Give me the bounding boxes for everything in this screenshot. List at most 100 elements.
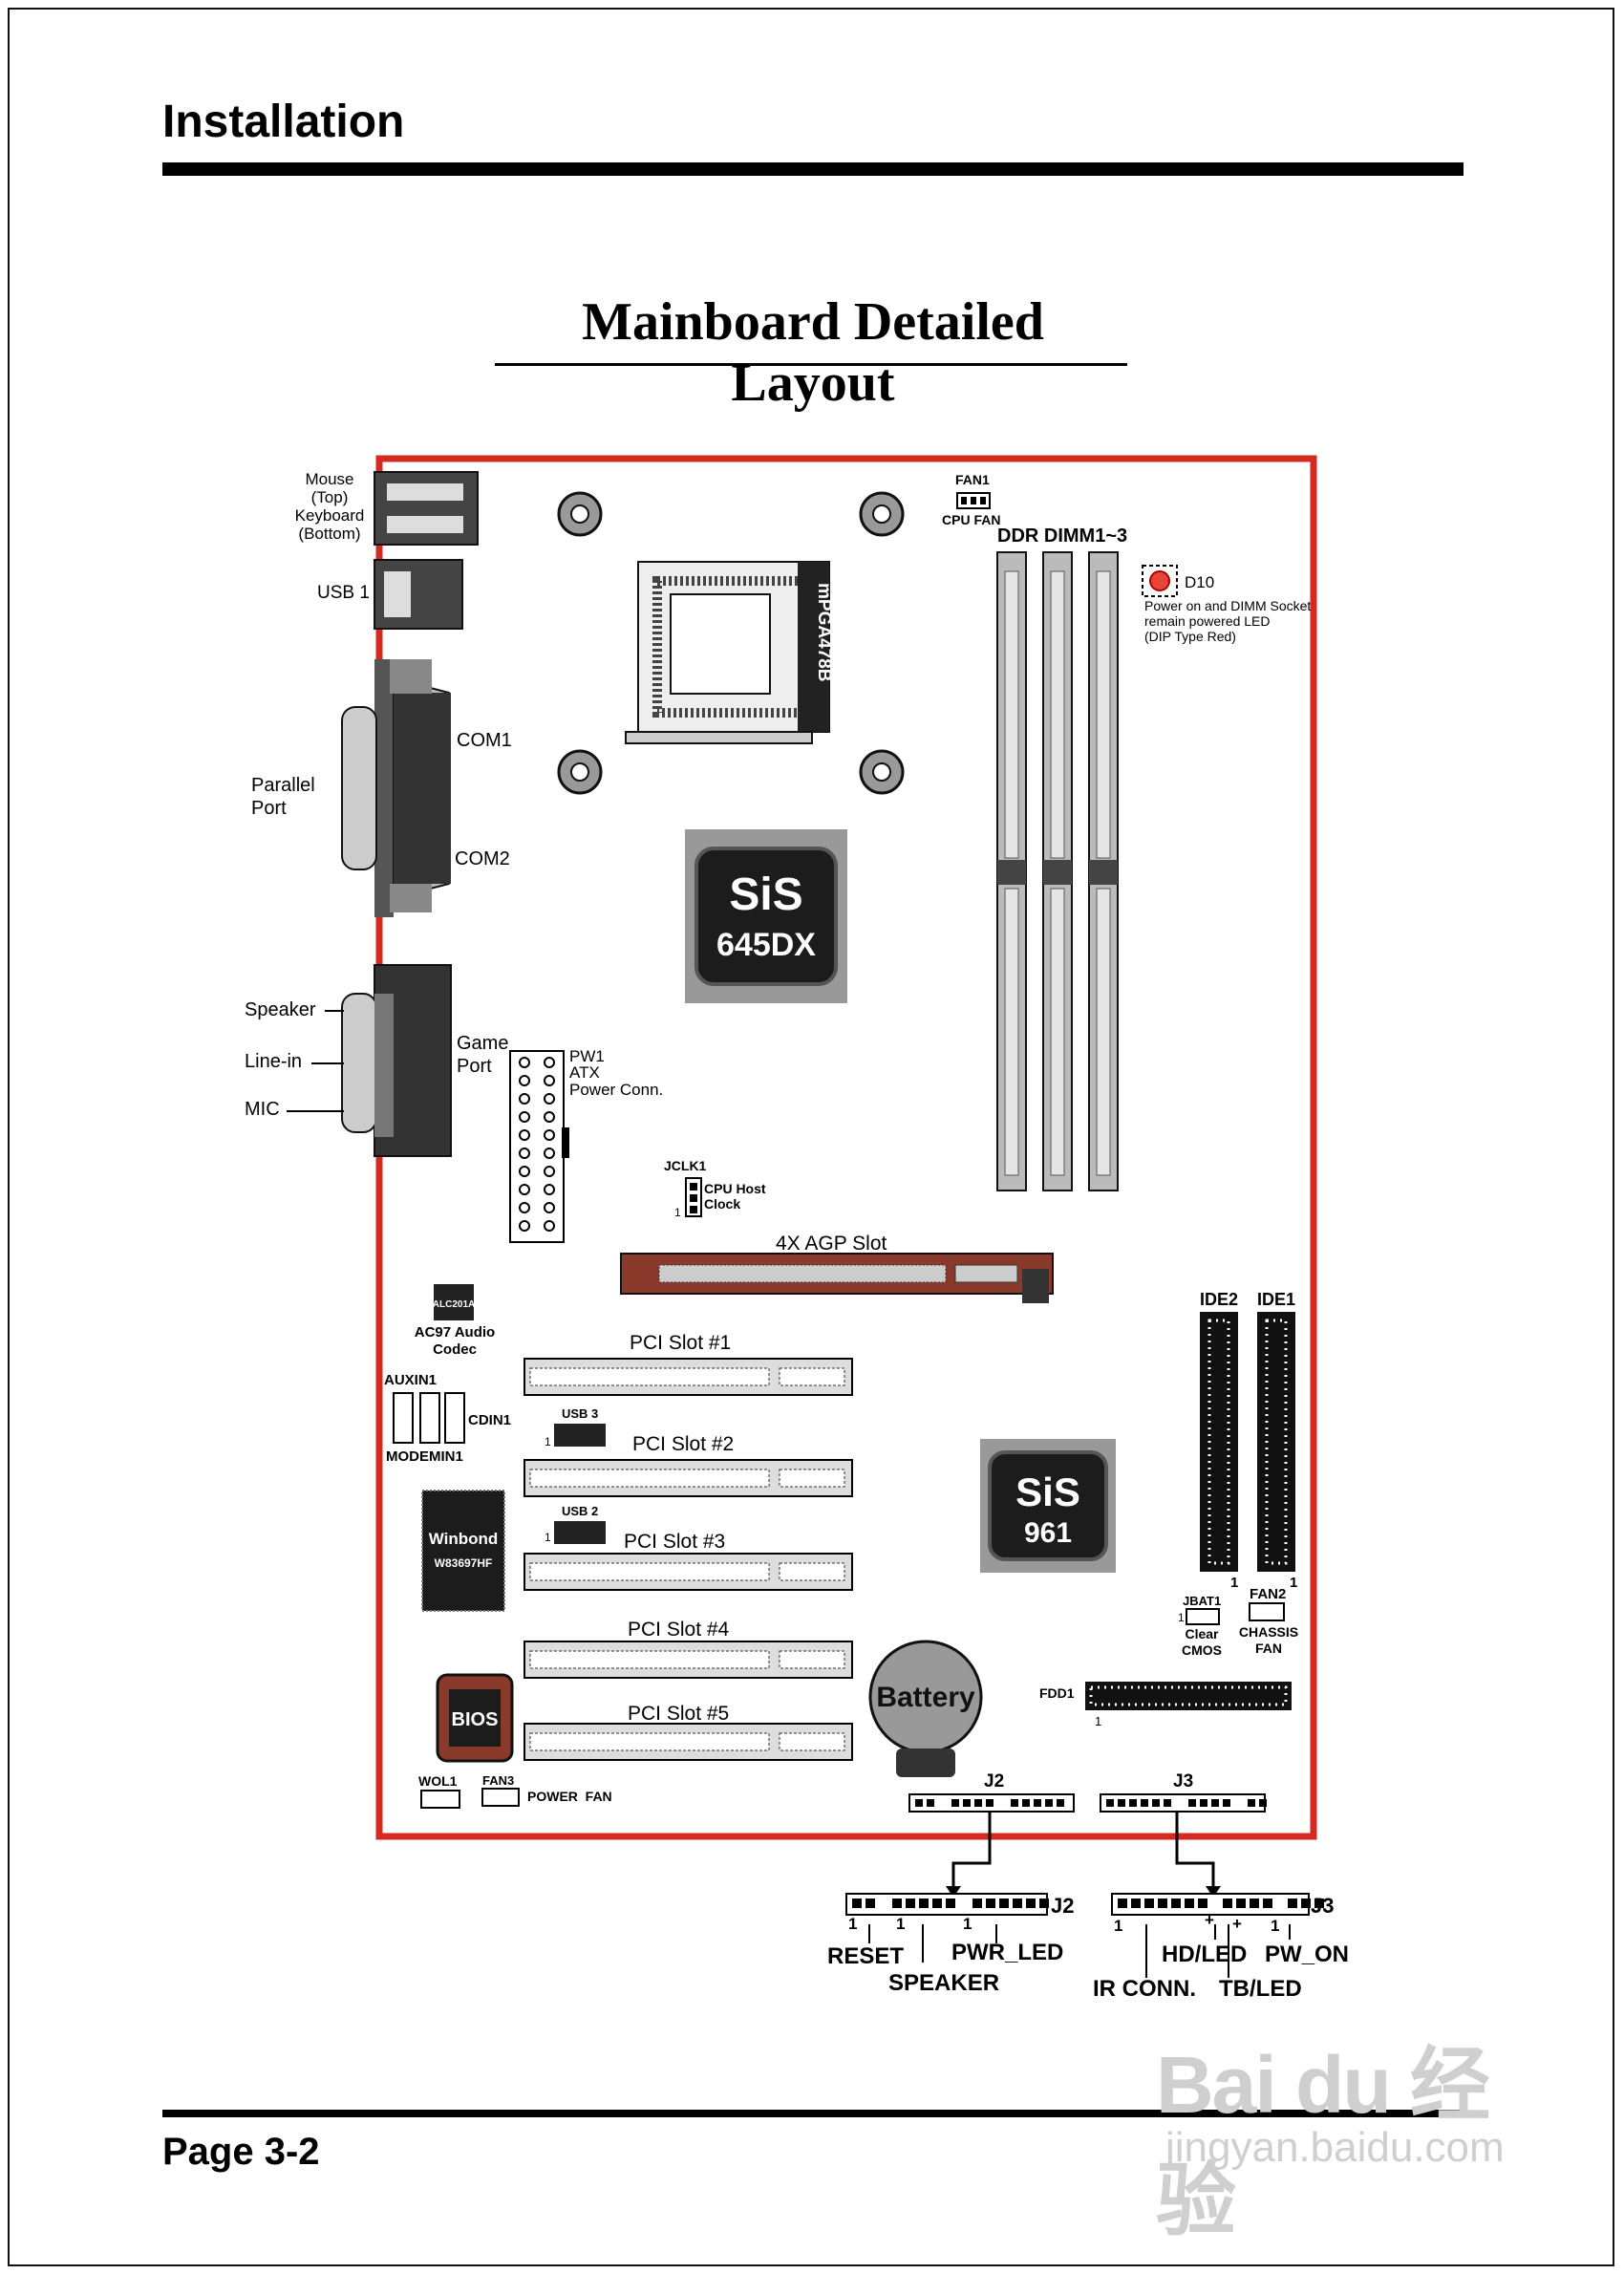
usb1-connector (374, 559, 463, 630)
cdin1-label: CDIN1 (468, 1412, 512, 1428)
game-port-label: Game Port (457, 1033, 509, 1077)
line-in-label: Line-in (245, 1051, 303, 1072)
mic-label: MIC (245, 1099, 280, 1120)
j2-arrow (951, 1812, 992, 1890)
page-number: Page 3-2 (162, 2131, 320, 2173)
header-pin (932, 1899, 942, 1908)
pci-slot-2-label: PCI Slot #2 (632, 1433, 735, 1455)
ide1-connector (1257, 1312, 1295, 1572)
pw1-desc: ATX Power Conn. (569, 1063, 664, 1099)
usb3-pin1: 1 (545, 1435, 551, 1448)
battery: Battery (868, 1640, 983, 1777)
pci-slot-1-label: PCI Slot #1 (630, 1332, 732, 1354)
pw1-pin (519, 1057, 530, 1068)
pw1-pin (544, 1184, 555, 1195)
header-pin (1185, 1899, 1194, 1908)
southbridge-model: 961 (1024, 1517, 1072, 1549)
header-pin (1263, 1899, 1272, 1908)
audio-codec-label: AC97 Audio Codec (414, 1324, 496, 1358)
winbond-model: W83697HF (435, 1556, 493, 1570)
header-pin (1158, 1899, 1167, 1908)
pw1-pin (519, 1202, 530, 1213)
pw1-pin (544, 1220, 555, 1232)
northbridge-model: 645DX (716, 927, 816, 963)
fan2-label: FAN2 (1250, 1586, 1287, 1602)
pwr-led-label: PWR_LED (951, 1940, 1064, 1965)
modemin1-label: MODEMIN1 (386, 1448, 463, 1465)
header-pin (986, 1799, 994, 1807)
d10-led-box (1142, 565, 1178, 597)
header-pin (1236, 1899, 1246, 1908)
pw1-pin (544, 1057, 555, 1068)
pw1-pin (519, 1148, 530, 1159)
northbridge-chip: SiS 645DX (685, 829, 847, 1003)
fan3-label: FAN3 (482, 1773, 515, 1788)
hd-led-label: HD/LED (1162, 1941, 1248, 1967)
pw1-connector (509, 1050, 569, 1243)
mounting-hole (859, 749, 905, 795)
dimm-slot-1 (996, 551, 1027, 1191)
header-pin (852, 1899, 862, 1908)
header-pin (1022, 1799, 1030, 1807)
fan2-header (1249, 1602, 1285, 1621)
winbond-chip: Winbond W83697HF (421, 1490, 505, 1612)
j3-pin1-pwon: 1 (1271, 1917, 1280, 1935)
header-rule (162, 162, 1464, 176)
d10-desc: Power on and DIMM Socket remain powered … (1144, 598, 1312, 644)
pci-slot-2 (524, 1459, 853, 1497)
bios-chip: BIOS (436, 1673, 514, 1763)
header-pin (1011, 1799, 1018, 1807)
fan3-header (481, 1788, 520, 1807)
jclk1-desc: CPU Host Clock (704, 1181, 766, 1212)
cdin1-header (444, 1392, 465, 1444)
d10-led (1149, 570, 1170, 591)
header-pin (927, 1799, 934, 1807)
dimm-slot-3 (1088, 551, 1119, 1191)
j2-pin1-speaker: 1 (896, 1915, 906, 1933)
northbridge-brand: SiS (729, 869, 802, 920)
ps2-connector (374, 471, 479, 546)
header-pin (1057, 1799, 1064, 1807)
southbridge-chip: SiS 961 (980, 1439, 1116, 1573)
usb2-header (554, 1521, 606, 1544)
pw1-pin (544, 1075, 555, 1086)
usb3-header (554, 1424, 606, 1447)
header-pin (1039, 1899, 1049, 1908)
dimm-label: DDR DIMM1~3 (997, 526, 1128, 547)
pci-slot-5 (524, 1723, 853, 1761)
bios-label: BIOS (452, 1709, 499, 1730)
header-pin (1013, 1899, 1022, 1908)
header-pin (1144, 1899, 1154, 1908)
pw1-pin (519, 1166, 530, 1177)
header-pin (1034, 1799, 1041, 1807)
pw1-pin (544, 1166, 555, 1177)
fan1-label: FAN1 (955, 472, 990, 487)
wol1-header (420, 1790, 460, 1809)
pw1-pin (519, 1111, 530, 1123)
com1-label: COM1 (457, 730, 512, 751)
header-pin (946, 1899, 955, 1908)
header-pin (1141, 1799, 1148, 1807)
fdd1-label: FDD1 (1039, 1685, 1075, 1701)
parallel-port-label: Parallel Port (251, 775, 315, 819)
header-pin (1152, 1799, 1160, 1807)
pw1-pin (544, 1148, 555, 1159)
watermark-logo: Bai du 经验 (1156, 2040, 1490, 2245)
pw1-label: PW1 (569, 1047, 605, 1065)
j3-detail-label: J3 (1311, 1894, 1335, 1918)
header-pin (1026, 1899, 1036, 1908)
watermark-url: jingyan.baidu.com (1165, 2124, 1505, 2171)
pw1-pin (519, 1129, 530, 1141)
header-pin (1248, 1799, 1255, 1807)
mounting-hole (557, 491, 603, 537)
tb-led-label: TB/LED (1219, 1976, 1302, 2002)
header-pin (1131, 1899, 1141, 1908)
pw1-pin (544, 1202, 555, 1213)
header-pin (919, 1899, 929, 1908)
pci-slot-4 (524, 1641, 853, 1679)
cpu-socket-label: mPGA478B (814, 583, 834, 682)
auxin1-header (393, 1392, 414, 1444)
header-pin (1288, 1899, 1297, 1908)
baidu-watermark: Bai du 经验 jingyan.baidu.com (1156, 2021, 1538, 2245)
header-pin (1171, 1899, 1181, 1908)
